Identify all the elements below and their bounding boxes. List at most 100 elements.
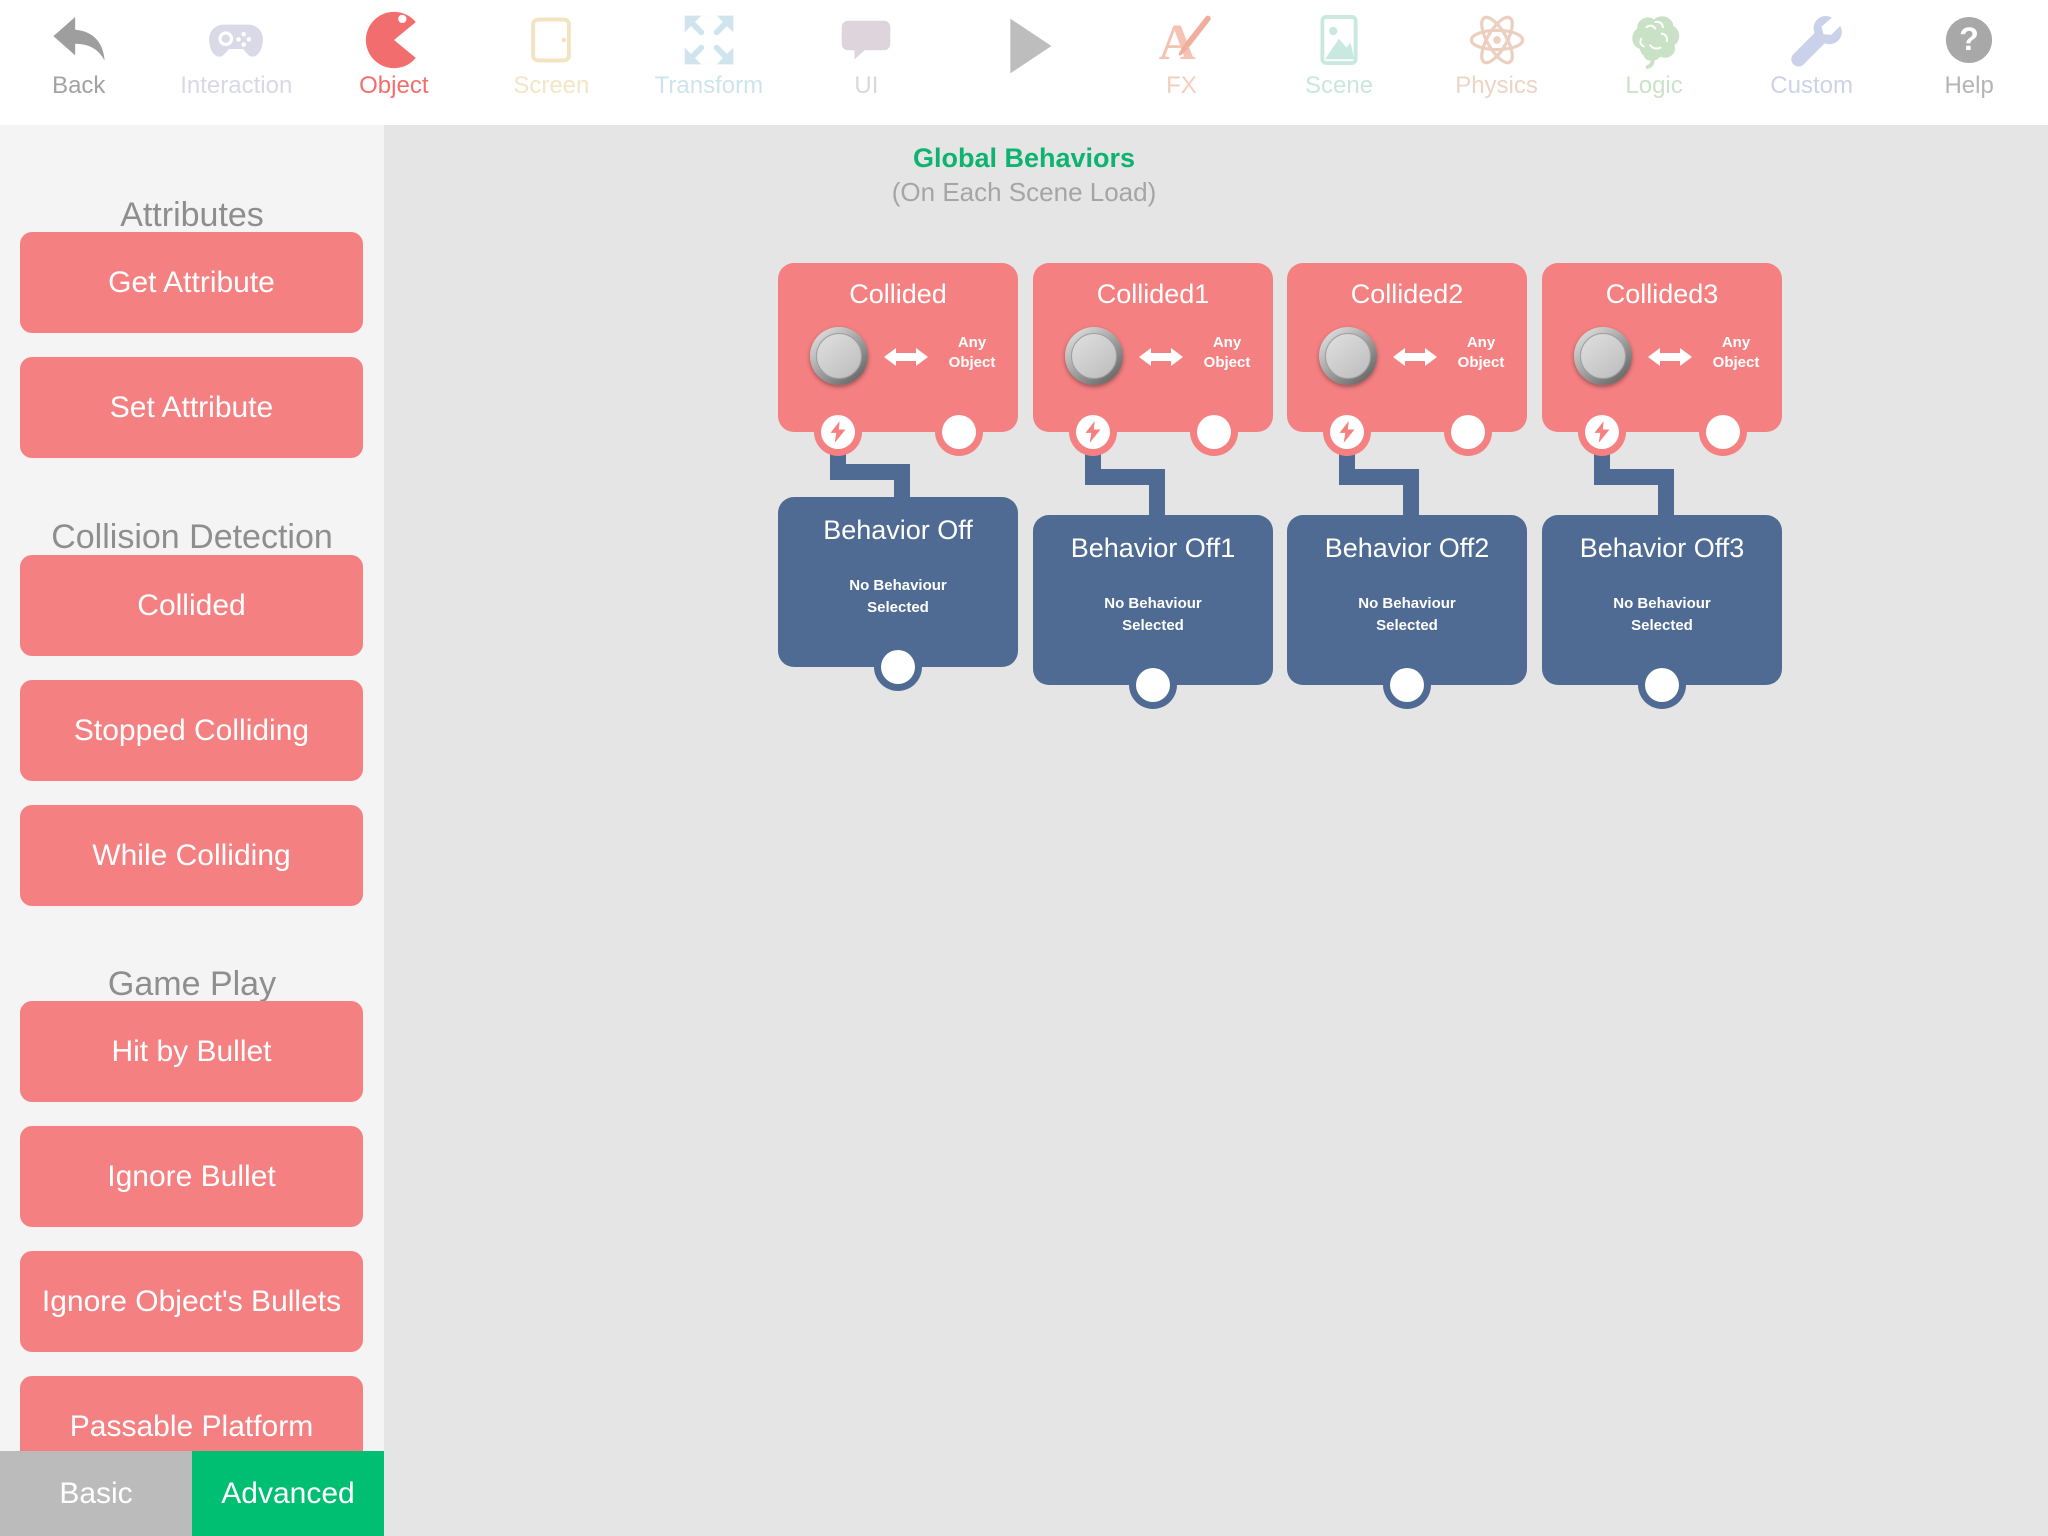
lightning-icon (1339, 421, 1355, 443)
sidebar-button-set-attribute[interactable]: Set Attribute (20, 357, 363, 458)
toolbar-item-label: Object (359, 72, 429, 99)
output-port-bolt[interactable] (814, 408, 862, 456)
knob-face (1325, 333, 1371, 379)
connector-segment (1085, 469, 1165, 485)
section-title-attributes: Attributes (120, 196, 264, 235)
lightning-icon (830, 421, 846, 443)
port-inner (1136, 668, 1170, 702)
trigger-block-collided2[interactable]: Collided2 Any Object (1287, 263, 1527, 456)
behavior-body[interactable]: No Behaviour Selected (1358, 595, 1456, 634)
connector-segment (1594, 469, 1674, 485)
toolbar-item-physics[interactable]: Physics (1418, 0, 1576, 125)
toolbar-item-object[interactable]: Object (315, 0, 473, 125)
port-inner (942, 415, 976, 449)
lightning-icon (1594, 421, 1610, 443)
output-port-bolt[interactable] (1069, 408, 1117, 456)
output-port-bolt[interactable] (1323, 408, 1371, 456)
sidebar-button-stopped-colliding[interactable]: Stopped Colliding (20, 680, 363, 781)
toolbar-item-label: Help (1944, 72, 1994, 99)
canvas-subtitle: (On Each Scene Load) (891, 177, 1157, 207)
section-title-collision-detection: Collision Detection (51, 518, 333, 557)
behavior-body[interactable]: No Behaviour Selected (1104, 595, 1202, 634)
question-icon: ? (1946, 16, 1993, 64)
object-knob[interactable] (1065, 327, 1123, 385)
sidebar-button-collided[interactable]: Collided (20, 555, 363, 656)
trigger-title: Collided1 (1096, 279, 1210, 309)
connector-segment (830, 464, 910, 480)
output-port-bolt[interactable] (1578, 408, 1626, 456)
toolbar-item-logic[interactable]: Logic (1575, 0, 1733, 125)
trigger-block-collided[interactable]: Collided Any Object (778, 263, 1018, 456)
knob-face (1580, 333, 1626, 379)
toolbar-item-back[interactable]: Back (0, 0, 158, 125)
toolbar-item-fx[interactable]: A FX (1103, 0, 1261, 125)
speech-bubble-icon (842, 20, 891, 60)
sidebar-button-get-attribute[interactable]: Get Attribute (20, 232, 363, 333)
toolbar-item-help[interactable]: ? Help (1890, 0, 2048, 125)
target-object-label[interactable]: Any Object (948, 334, 996, 371)
behavior-canvas[interactable]: Global Behaviors (On Each Scene Load) Co… (384, 125, 2048, 1536)
behavior-block-behavior-off1[interactable]: Behavior Off1 No Behaviour Selected (1033, 515, 1273, 709)
behavior-body[interactable]: No Behaviour Selected (849, 577, 947, 616)
toolbar-item-interaction[interactable]: Interaction (158, 0, 316, 125)
behavior-body[interactable]: No Behaviour Selected (1613, 595, 1711, 634)
output-port[interactable] (1129, 661, 1177, 709)
output-port[interactable] (1190, 408, 1238, 456)
toolbar-item-screen[interactable]: Screen (473, 0, 631, 125)
behavior-block-behavior-off[interactable]: Behavior Off No Behaviour Selected (778, 497, 1018, 691)
double-arrow-icon (1139, 348, 1183, 366)
trigger-block-collided3[interactable]: Collided3 Any Object (1542, 263, 1782, 456)
object-knob[interactable] (810, 327, 868, 385)
object-knob[interactable] (1319, 327, 1377, 385)
behavior-block-behavior-off3[interactable]: Behavior Off3 No Behaviour Selected (1542, 515, 1782, 709)
toolbar-item-label: Logic (1625, 72, 1683, 99)
connector-segment (1658, 469, 1674, 517)
double-arrow-icon (1648, 348, 1692, 366)
tablet-icon (531, 17, 572, 63)
toolbar-item-label: Custom (1770, 72, 1853, 99)
toolbar-item-ui[interactable]: UI (788, 0, 946, 125)
controller-icon (209, 24, 264, 57)
object-knob[interactable] (1574, 327, 1632, 385)
port-inner (1645, 668, 1679, 702)
output-port[interactable] (874, 643, 922, 691)
trigger-title: Collided (849, 279, 947, 309)
section-title-game-play: Game Play (107, 965, 277, 1004)
atom-icon (1469, 15, 1524, 65)
target-object-label[interactable]: Any Object (1457, 334, 1505, 371)
output-port[interactable] (1699, 408, 1747, 456)
trigger-block-collided1[interactable]: Collided1 Any Object (1033, 263, 1273, 456)
sidebar-button-ignore-bullet[interactable]: Ignore Bullet (20, 1126, 363, 1227)
output-port[interactable] (935, 408, 983, 456)
target-object-label[interactable]: Any Object (1203, 334, 1251, 371)
toolbar-item-custom[interactable]: Custom (1733, 0, 1891, 125)
svg-text:?: ? (1959, 21, 1979, 57)
toolbar-item-transform[interactable]: Transform (630, 0, 788, 125)
behavior-title: Behavior Off3 (1579, 533, 1745, 563)
target-object-label[interactable]: Any Object (1712, 334, 1760, 371)
toolbar-item-scene[interactable]: Scene (1260, 0, 1418, 125)
sidebar-button-ignore-objects-bullets[interactable]: Ignore Object's Bullets (20, 1251, 363, 1352)
tab-basic[interactable]: Basic (0, 1451, 192, 1536)
play-icon (1010, 18, 1052, 74)
double-arrow-icon (884, 348, 928, 366)
behavior-block-behavior-off2[interactable]: Behavior Off2 No Behaviour Selected (1287, 515, 1527, 709)
double-arrow-icon (1393, 348, 1437, 366)
toolbar-item-label: Interaction (180, 72, 293, 99)
port-inner (881, 650, 915, 684)
toolbar-item-play[interactable] (945, 0, 1103, 125)
toolbar-item-label: Physics (1455, 72, 1538, 99)
connector-segment (1149, 469, 1165, 517)
fx-icon: A (1159, 14, 1212, 71)
tab-advanced[interactable]: Advanced (192, 1451, 384, 1536)
output-port[interactable] (1383, 661, 1431, 709)
output-port[interactable] (1444, 408, 1492, 456)
output-port[interactable] (1638, 661, 1686, 709)
wrench-icon (1790, 15, 1842, 67)
behavior-library-sidebar: Attributes Get Attribute Set Attribute C… (0, 125, 384, 1536)
sidebar-button-hit-by-bullet[interactable]: Hit by Bullet (20, 1001, 363, 1102)
sidebar-button-while-colliding[interactable]: While Colliding (20, 805, 363, 906)
trigger-title: Collided2 (1350, 279, 1464, 309)
toolbar-item-label: Scene (1304, 72, 1374, 99)
